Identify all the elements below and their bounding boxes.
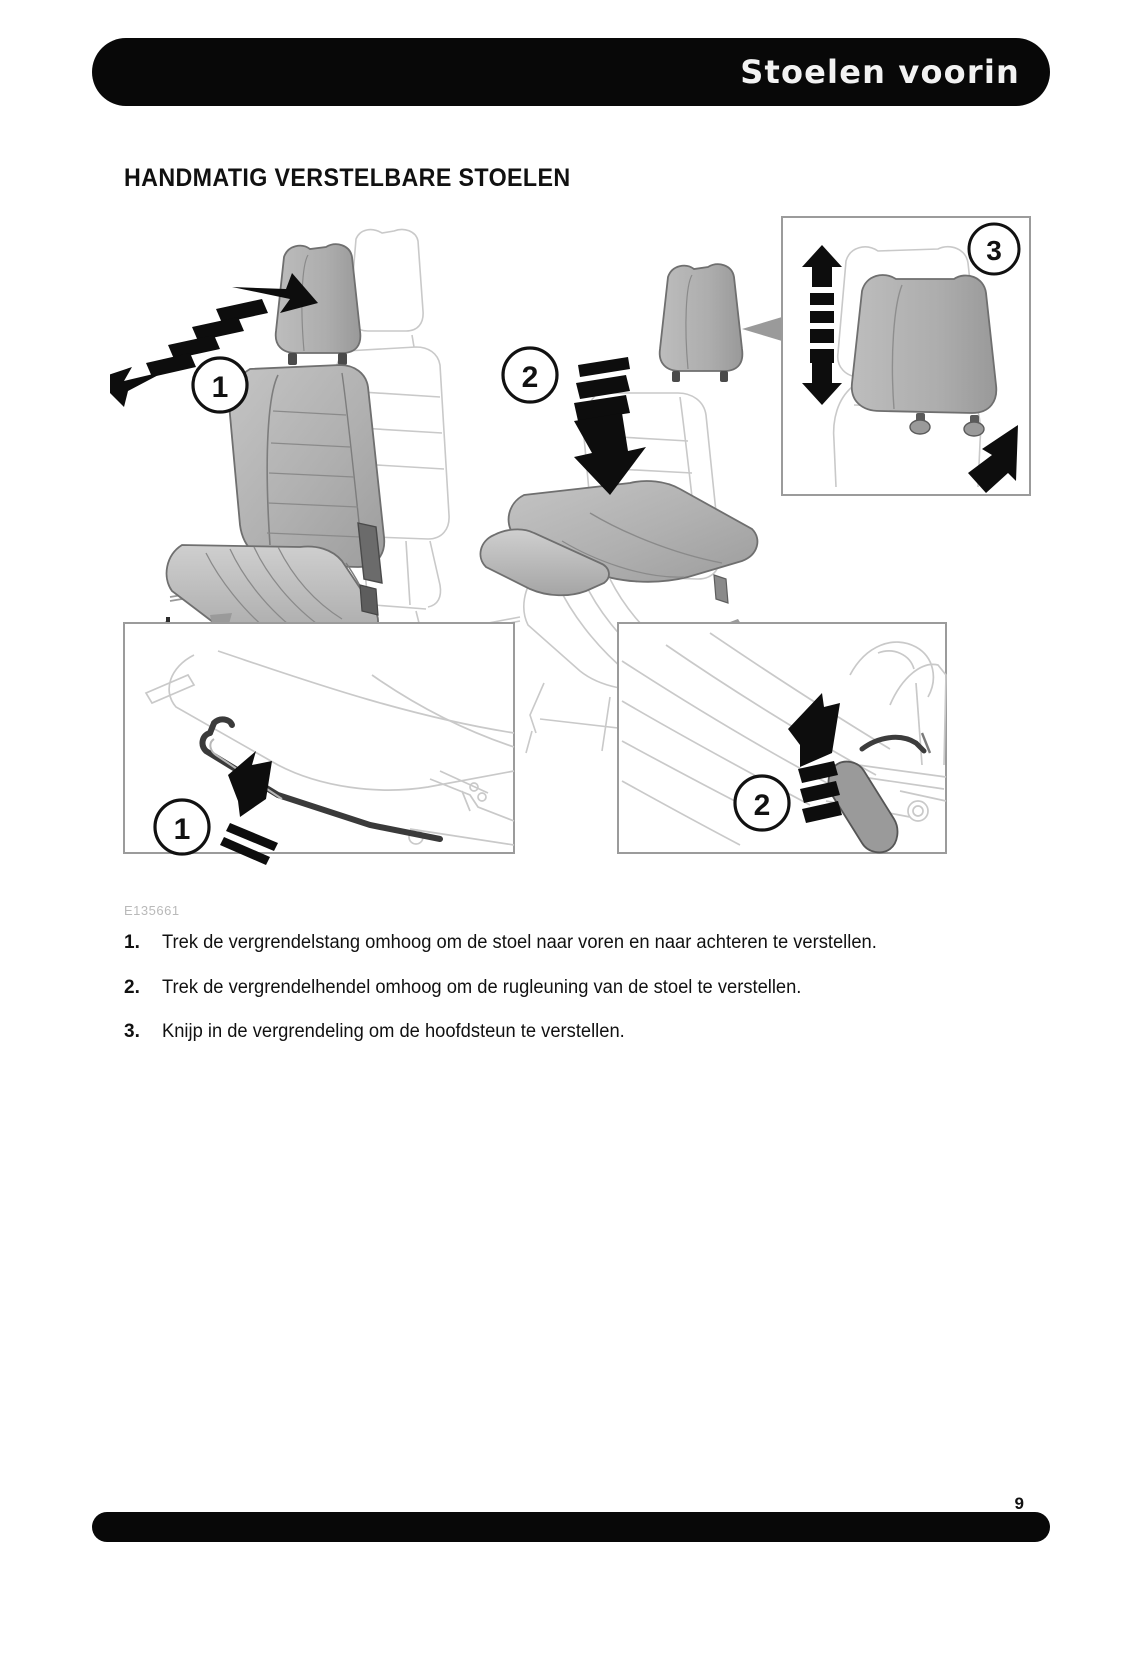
- callout-2-lever: 2: [733, 774, 791, 832]
- list-item: 1. Trek de vergrendelstang omhoog om de …: [124, 930, 1024, 956]
- svg-text:3: 3: [986, 235, 1002, 266]
- step-number: 3.: [124, 1021, 140, 1043]
- step-number: 2.: [124, 976, 140, 998]
- arrow-diagonal-double: [110, 273, 318, 407]
- headrest-panel: 3: [742, 216, 1031, 496]
- page-title: Stoelen voorin: [740, 53, 1020, 91]
- svg-text:1: 1: [174, 813, 191, 846]
- section-heading: HANDMATIG VERSTELBARE STOELEN: [124, 164, 571, 192]
- page-number: 9: [1014, 1494, 1024, 1513]
- arrow-up-lever: [788, 693, 842, 823]
- step-text: Trek de vergrendelstang omhoog om de sto…: [162, 932, 877, 953]
- rail-bar-panel: 1: [123, 622, 515, 865]
- list-item: 3. Knijp in de vergrendeling om de hoofd…: [124, 1019, 1024, 1045]
- step-text: Knijp in de vergrendeling om de hoofdste…: [162, 1021, 625, 1043]
- svg-text:1: 1: [212, 371, 229, 404]
- instruction-steps: 1. Trek de vergrendelstang omhoog om de …: [124, 930, 1024, 1064]
- list-item: 2. Trek de vergrendelhendel omhoog om de…: [124, 975, 1024, 1001]
- callout-1-rail: 1: [153, 798, 211, 856]
- seat-adjustment-figure: 1: [110, 205, 1040, 920]
- recline-lever-panel: 2: [617, 622, 947, 854]
- figure-reference-code: E135661: [124, 903, 180, 918]
- step-number: 1.: [124, 932, 140, 953]
- page-footer-bar: [92, 1512, 1050, 1542]
- svg-text:2: 2: [754, 789, 771, 822]
- arrow-down-fold: [574, 357, 646, 495]
- page-footer: 9: [92, 1494, 1050, 1554]
- svg-text:2: 2: [522, 361, 539, 394]
- callout-1-main: 1: [191, 356, 249, 414]
- main-seat-illustration: 1: [110, 228, 450, 657]
- callout-2-fold: 2: [501, 346, 559, 404]
- step-text: Trek de vergrendelhendel omhoog om de ru…: [162, 976, 802, 998]
- page-header-bar: Stoelen voorin: [92, 38, 1050, 106]
- arrow-vertical-double: [802, 245, 842, 405]
- callout-3-headrest: 3: [967, 222, 1021, 276]
- arrow-up-rail: [220, 751, 278, 865]
